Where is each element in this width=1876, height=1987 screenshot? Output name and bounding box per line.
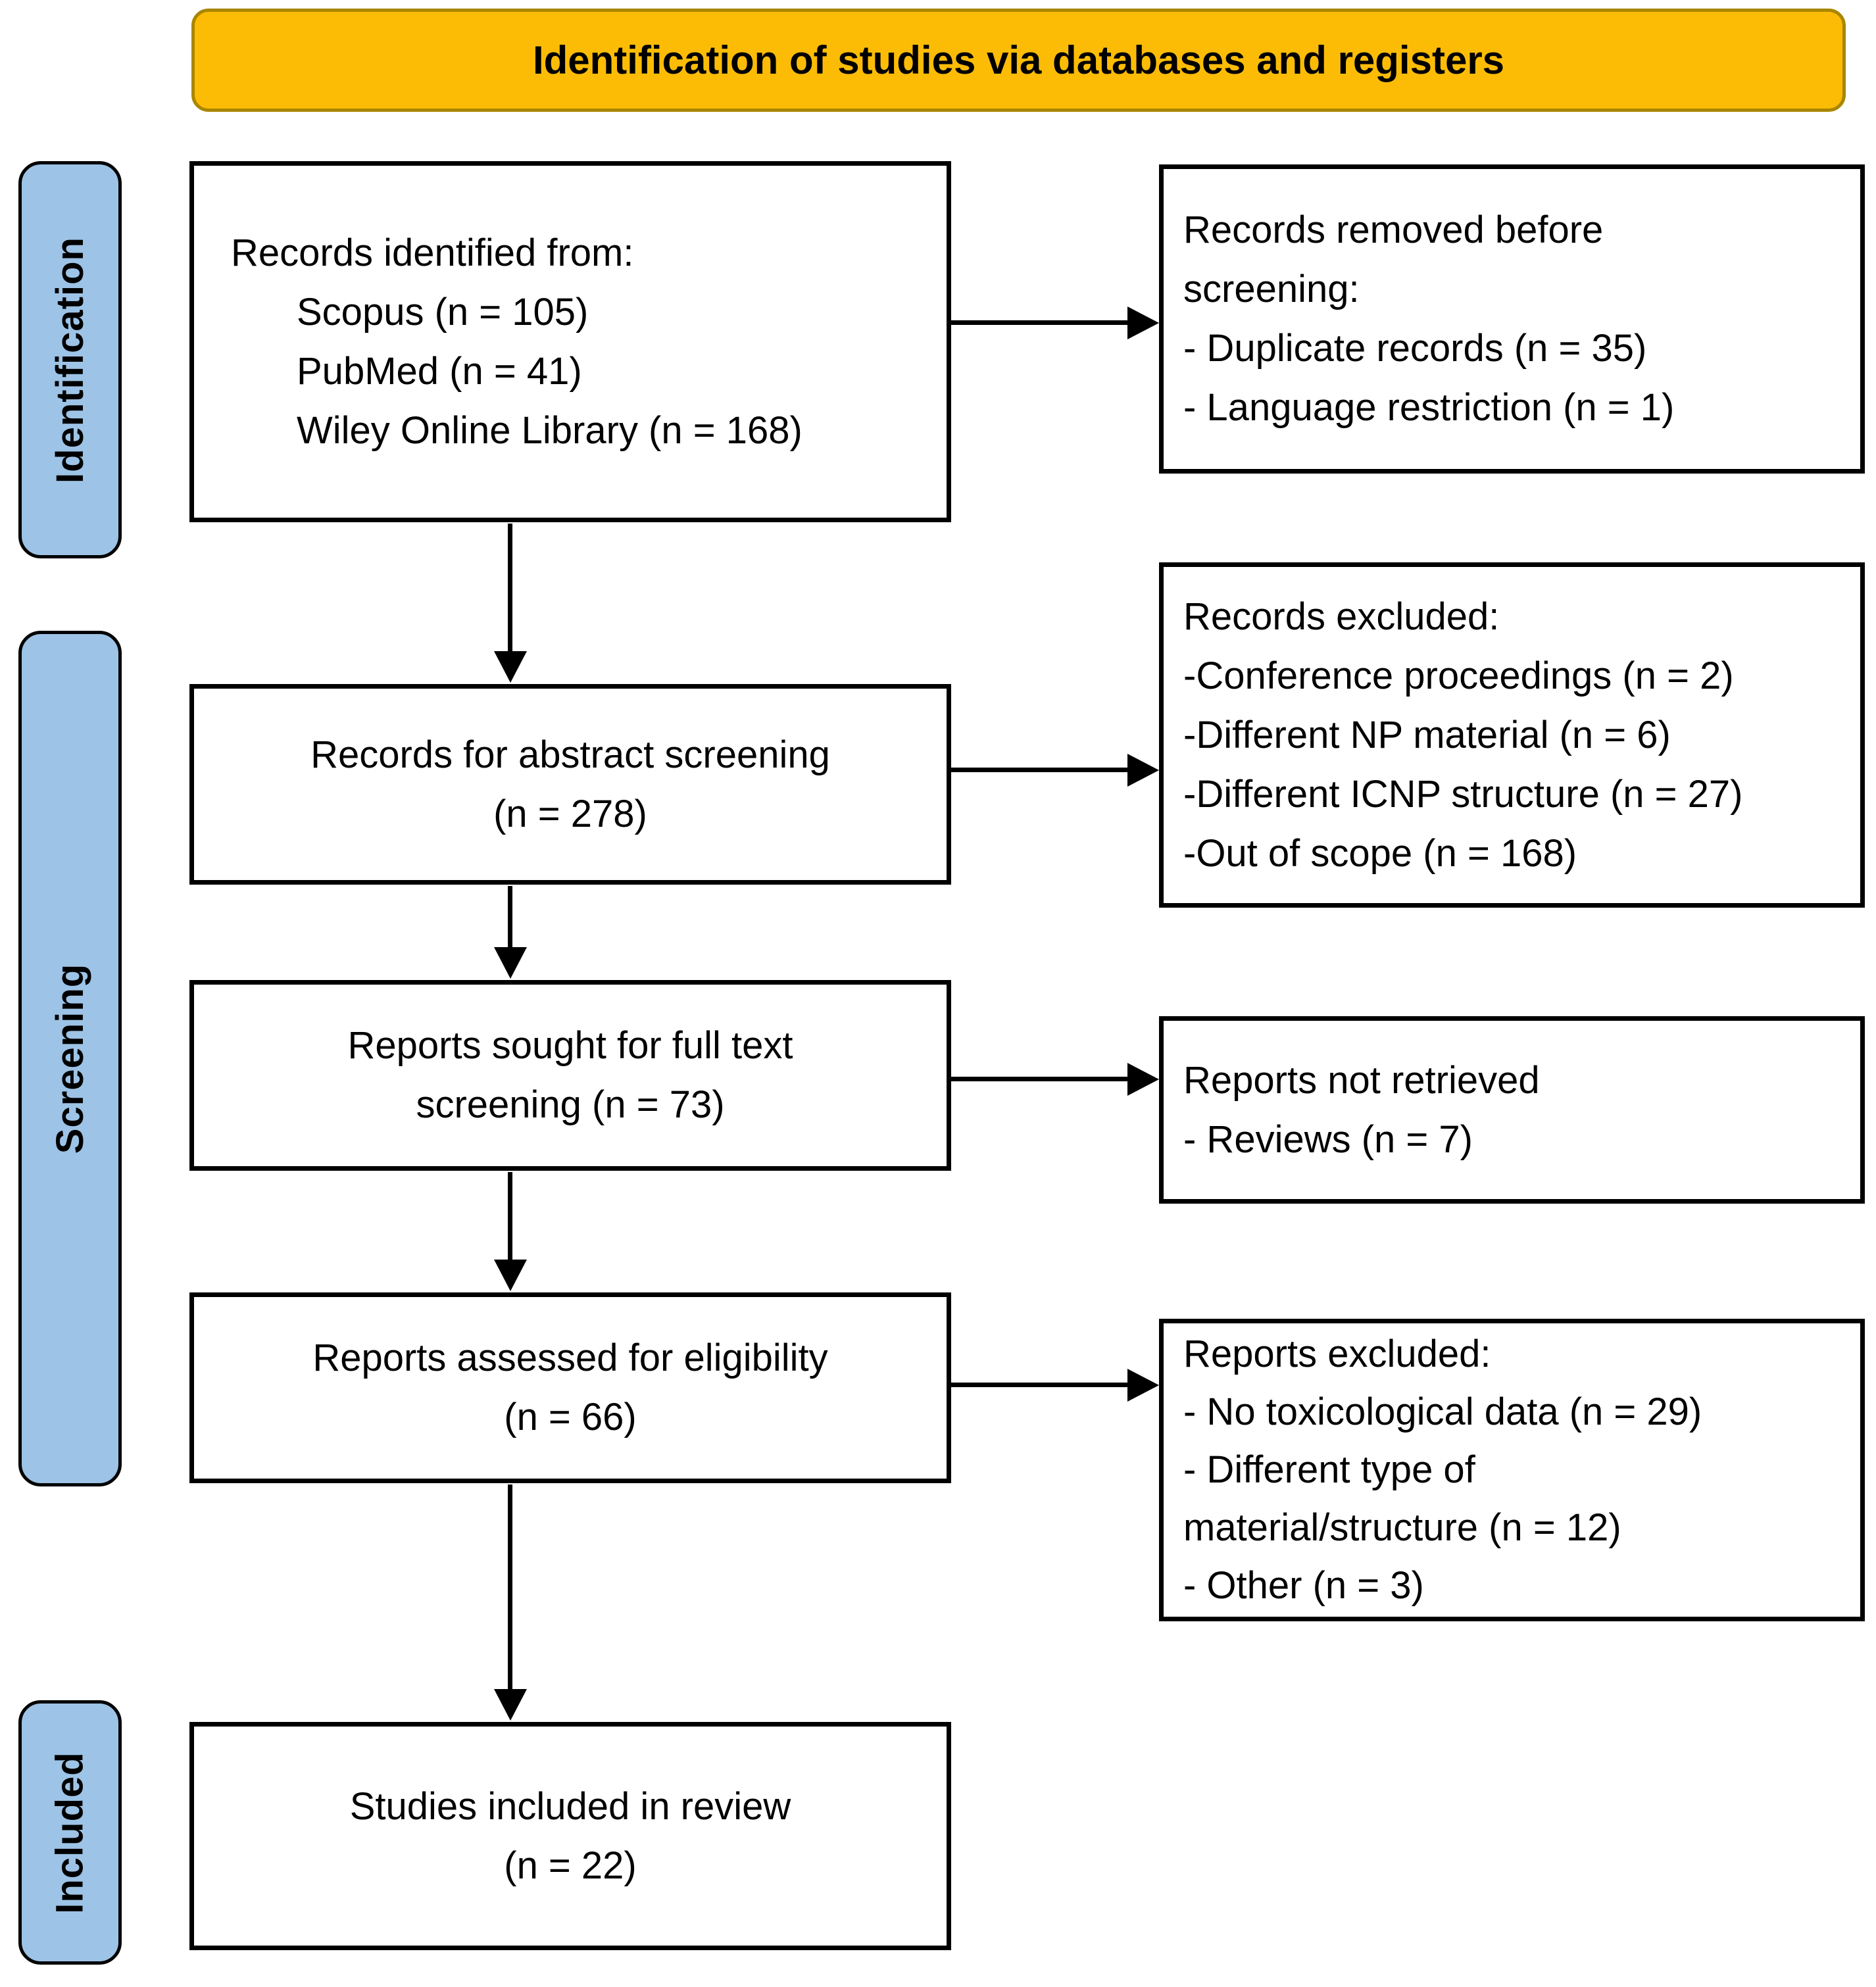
box-line: Reports sought for full text (347, 1024, 793, 1067)
box-line: (n = 278) (493, 792, 647, 835)
stage-label-screening-text: Screening (49, 963, 91, 1154)
arrow-identified-to-removed (951, 320, 1129, 325)
box-reports-excluded: Reports excluded: - No toxicological dat… (1159, 1319, 1865, 1621)
box-reports-not-retrieved: Reports not retrieved - Reviews (n = 7) (1159, 1016, 1865, 1204)
box-line: Records identified from: (231, 231, 634, 274)
box-line: -Conference proceedings (n = 2) (1183, 654, 1734, 697)
arrow-fulltext-to-eligibility (508, 1172, 512, 1261)
box-line: - Duplicate records (n = 35) (1183, 327, 1647, 370)
stage-label-included: Included (18, 1700, 122, 1965)
box-line: -Out of scope (n = 168) (1183, 831, 1577, 875)
box-line: Reports not retrieved (1183, 1058, 1540, 1102)
arrow-eligibility-to-reportsexcluded (951, 1383, 1129, 1387)
box-line: Records for abstract screening (310, 733, 830, 776)
box-fulltext-screening: Reports sought for full text screening (… (189, 980, 951, 1171)
box-line: (n = 66) (504, 1396, 637, 1438)
stage-label-identification-text: Identification (49, 236, 92, 483)
box-line: - Other (n = 3) (1183, 1564, 1424, 1607)
box-line: Scopus (n = 105) (297, 290, 589, 333)
box-studies-included: Studies included in review (n = 22) (189, 1722, 951, 1950)
box-line: - Reviews (n = 7) (1183, 1117, 1473, 1161)
arrow-abstract-to-fulltext (508, 886, 512, 948)
stage-label-screening: Screening (18, 631, 122, 1486)
banner-title: Identification of studies via databases … (191, 9, 1846, 112)
box-line: (n = 22) (504, 1844, 637, 1887)
box-line: PubMed (n = 41) (297, 349, 582, 393)
box-line: -Different NP material (n = 6) (1183, 713, 1671, 756)
arrow-identified-to-abstract (508, 524, 512, 652)
box-line: Reports excluded: (1183, 1333, 1491, 1375)
box-line: material/structure (n = 12) (1183, 1506, 1621, 1549)
arrow-abstract-to-excluded (951, 768, 1129, 772)
box-records-excluded: Records excluded: -Conference proceeding… (1159, 562, 1865, 908)
box-line: - Different type of (1183, 1448, 1475, 1491)
box-line: Records excluded: (1183, 595, 1500, 638)
box-abstract-screening: Records for abstract screening (n = 278) (189, 684, 951, 885)
box-line: screening: (1183, 268, 1360, 310)
box-assessed-eligibility: Reports assessed for eligibility (n = 66… (189, 1292, 951, 1483)
box-line: Reports assessed for eligibility (312, 1337, 828, 1379)
box-line: -Different ICNP structure (n = 27) (1183, 772, 1743, 816)
box-line: - Language restriction (n = 1) (1183, 386, 1675, 429)
stage-label-identification: Identification (18, 161, 122, 558)
stage-label-included-text: Included (49, 1751, 91, 1914)
box-records-removed: Records removed before screening: - Dupl… (1159, 164, 1865, 474)
arrow-eligibility-to-included (508, 1484, 512, 1690)
box-line: Records removed before (1183, 209, 1604, 251)
box-records-identified: Records identified from: Scopus (n = 105… (189, 161, 951, 522)
box-line: - No toxicological data (n = 29) (1183, 1390, 1702, 1433)
arrow-fulltext-to-notretrieved (951, 1077, 1129, 1081)
box-line: screening (n = 73) (416, 1083, 725, 1126)
box-line: Wiley Online Library (n = 168) (297, 408, 802, 452)
box-line: Studies included in review (349, 1784, 791, 1828)
